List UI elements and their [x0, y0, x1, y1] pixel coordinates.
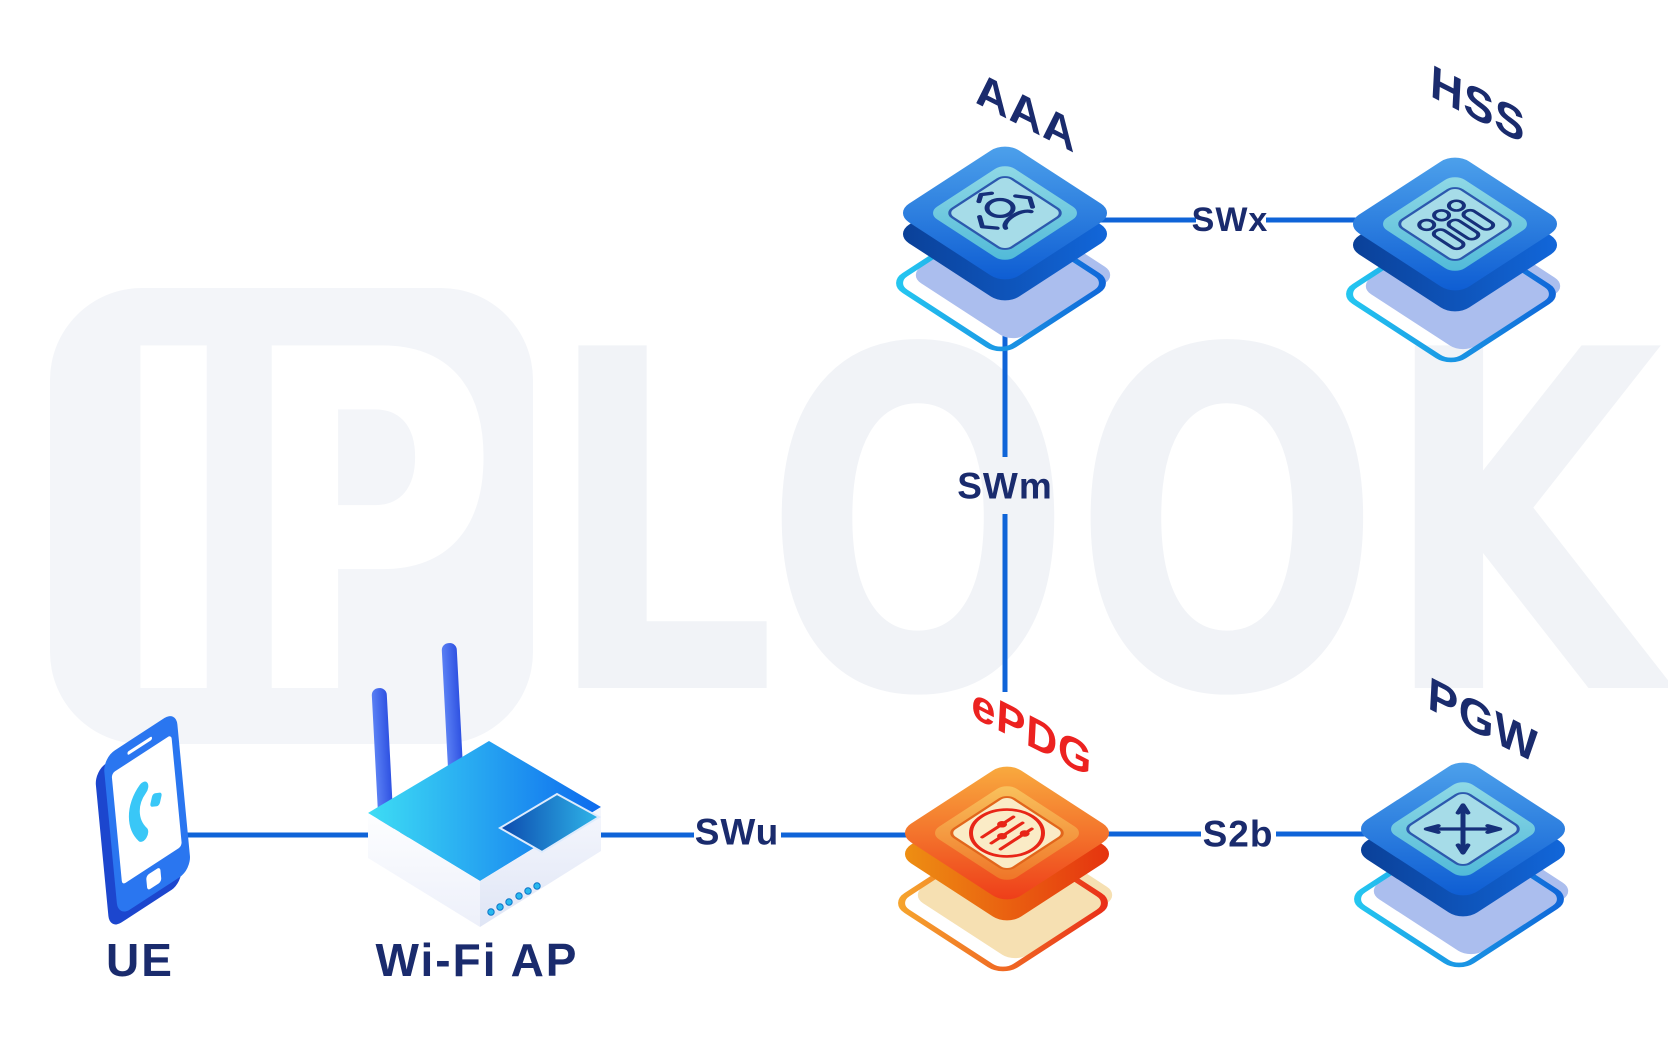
router-leds	[487, 882, 541, 916]
pgw-node	[1354, 762, 1569, 968]
user-scan-icon	[976, 191, 1036, 230]
routing-arrows-icon	[1423, 803, 1503, 855]
router-screen	[498, 792, 601, 854]
sliders-icon	[969, 808, 1045, 858]
swx-link-label: SWx	[1191, 201, 1269, 239]
call-icon	[128, 781, 162, 842]
iplook-logo-square	[50, 288, 533, 744]
phone-speaker	[127, 736, 152, 755]
s2b-link-label: S2b	[1202, 813, 1274, 855]
ue-label: UE	[106, 934, 174, 986]
swm-link-label: SWm	[957, 465, 1053, 507]
swu-link-label: SWu	[694, 811, 780, 853]
aaa-node	[896, 146, 1111, 352]
iplook-watermark: IP LOOK	[50, 252, 1668, 799]
phone-home-button	[146, 868, 162, 890]
watermark-ip-text: IP	[108, 252, 498, 799]
phone-icon	[95, 716, 190, 925]
hss-node	[1346, 157, 1561, 363]
epdg-node	[898, 766, 1113, 972]
wifi-router-icon	[368, 643, 601, 927]
subscriber-group-icon	[1417, 199, 1496, 251]
wifi-ap-label: Wi-Fi AP	[375, 934, 579, 986]
